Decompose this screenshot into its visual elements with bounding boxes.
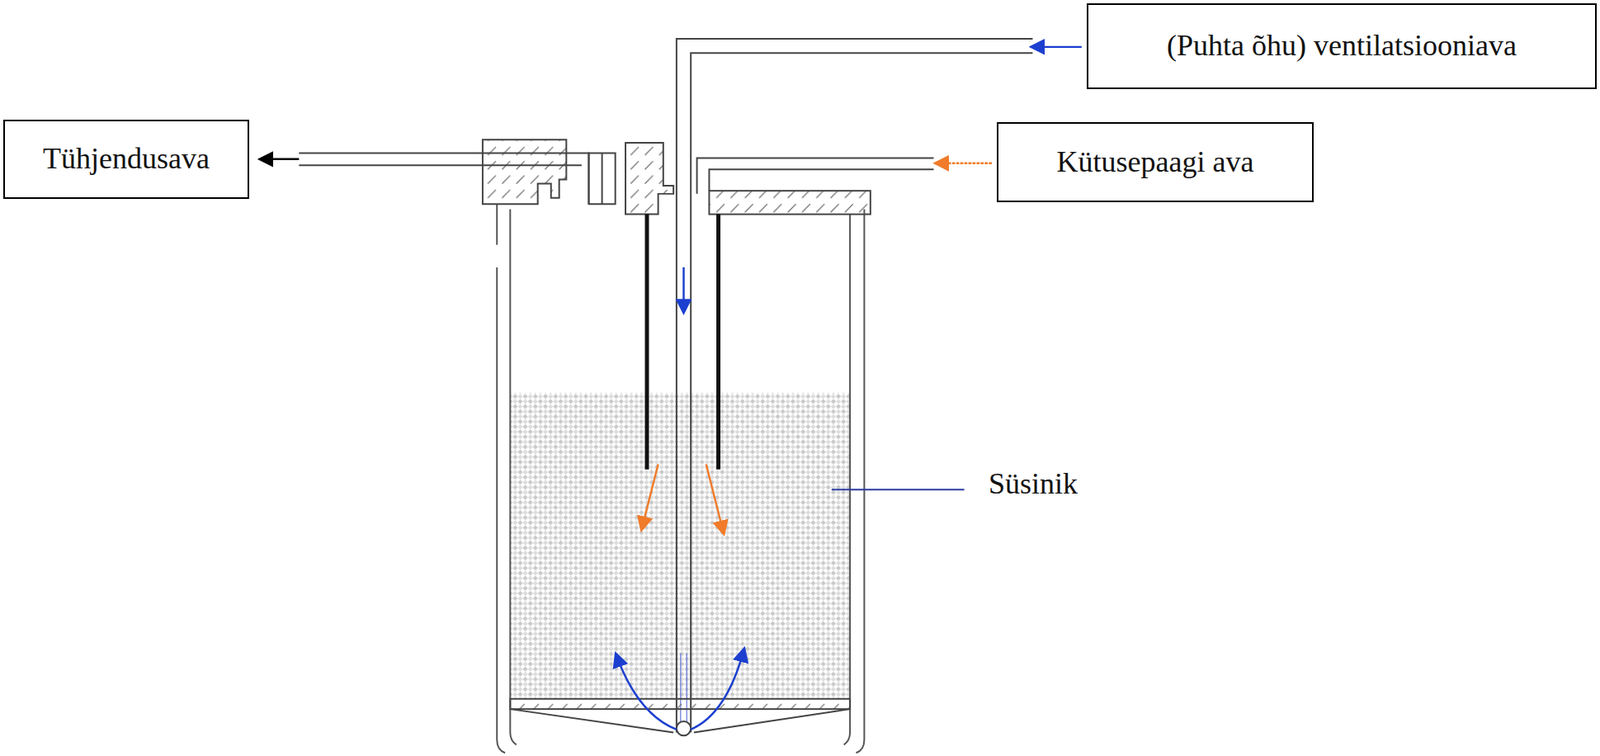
air-arrows <box>616 649 745 729</box>
label-box: Tühjendusava <box>3 119 250 199</box>
drain-arrow <box>261 158 300 161</box>
leader-line <box>831 488 965 491</box>
vapour-arrows <box>641 463 724 533</box>
vent-pipe <box>676 38 1034 736</box>
bottom-plate <box>509 698 850 733</box>
box-text-group: Kütusepaagi ava <box>1057 145 1255 180</box>
drain-pipe <box>298 152 602 204</box>
box-text-group: (Puhta õhu) ventilatsiooniava <box>1166 28 1517 63</box>
box-text-group: Tühjendusava <box>42 141 210 176</box>
vent-arrow <box>1032 46 1081 48</box>
label-box: Kütusepaagi ava <box>996 122 1314 203</box>
box-text: Kütusepaagi ava <box>1057 145 1255 180</box>
flow-arrow <box>682 267 685 312</box>
fuel-arrow <box>936 162 992 165</box>
label-box: (Puhta õhu) ventilatsiooniava <box>1086 3 1597 90</box>
canister-housing <box>496 203 864 753</box>
box-text: (Puhta õhu) ventilatsiooniava <box>1166 28 1517 63</box>
part-label: Süsinik <box>986 467 1080 501</box>
box-text: Tühjendusava <box>42 141 210 176</box>
baffle-tubes <box>646 214 719 470</box>
fuel-tank-pipe <box>697 158 935 194</box>
